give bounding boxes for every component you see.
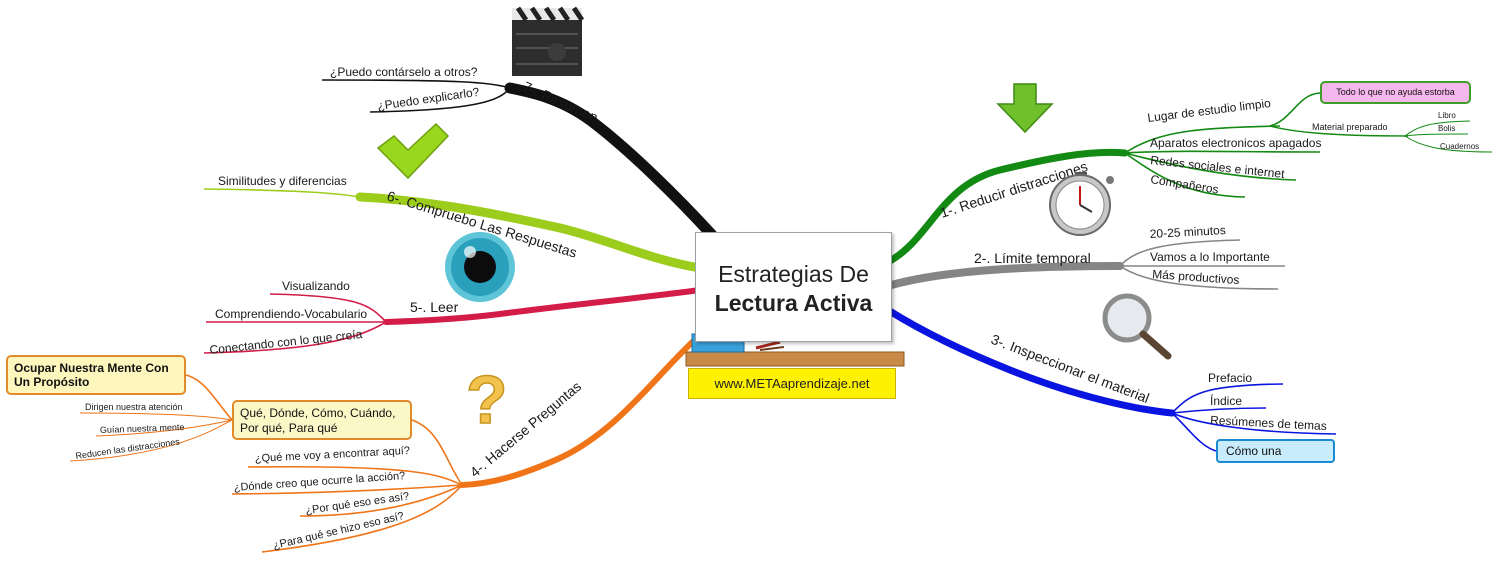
purpose-sub-lines [69, 412, 233, 462]
question-box-line [411, 419, 463, 486]
branch-4-item: ¿Para qué se hizo eso así? [272, 510, 405, 552]
purpose-item: Guían nuestra mente [100, 422, 185, 435]
purpose-item: Reducen las distracciones [75, 436, 181, 461]
material-label: Material preparado [1312, 122, 1388, 132]
branch-5-sub-lines [203, 293, 387, 354]
branch-7-item: ¿Puedo contárselo a otros? [330, 65, 478, 79]
material-line [1269, 125, 1409, 137]
website-label: www.METAaprendizaje.net [688, 368, 896, 399]
branch-3-item: Prefacio [1208, 371, 1252, 385]
branch-1-item: Compañeros [1150, 172, 1220, 197]
branch-5-line [383, 287, 703, 325]
branch-5-label: 5-. Leer [410, 299, 459, 315]
material-item: Cuadernos [1440, 142, 1479, 151]
branch-1-line [884, 148, 1129, 266]
lugar-to-note-line [1269, 92, 1321, 127]
branch-2-line [884, 262, 1124, 290]
branch-3-item: Resúmenes de temas [1210, 413, 1327, 433]
branch-7-sub-lines [321, 79, 511, 113]
material-item: Libro [1438, 111, 1456, 120]
branch-6-item: Similitudes y diferencias [218, 174, 347, 188]
purpose-box-line [185, 374, 233, 421]
lugar-note-box: Todo lo que no ayuda estorba [1320, 81, 1471, 104]
branch-1-item: Lugar de estudio limpio [1147, 96, 1272, 125]
clapperboard-icon [512, 6, 585, 76]
stopwatch-icon [1049, 172, 1114, 236]
branch-7-label: 7-. Resumen [521, 78, 601, 125]
branch-7-item: ¿Puedo explicarlo? [376, 85, 480, 113]
down-arrow-icon [996, 83, 1054, 134]
branch-2-item: Más productivos [1152, 267, 1240, 287]
magnifier-icon [1102, 293, 1172, 360]
question-words-box: Qué, Dónde, Cómo, Cuándo, Por qué, Para … [232, 400, 412, 440]
branch-4-item: ¿Qué me voy a encontrar aquí? [255, 445, 411, 465]
branch-3-line [884, 306, 1176, 417]
branch-1-item: Aparatos electronicos apagados [1150, 136, 1321, 150]
central-title-line1: Estrategias De [718, 261, 869, 287]
branch-3-sub-lines [1171, 383, 1337, 452]
purpose-box: Ocupar Nuestra Mente Con Un Propósito [6, 355, 186, 395]
branch-3-box-item: Cómo una [1216, 439, 1335, 463]
branch-2-label: 2-. Límite temporal [974, 250, 1091, 266]
branch-2-item: Vamos a lo Importante [1150, 250, 1270, 264]
eye-icon [445, 232, 515, 302]
branch-5-item: Conectando con lo que creía [209, 327, 363, 357]
material-item: Bolis [1438, 124, 1455, 133]
branch-5-item: Visualizando [282, 279, 350, 293]
branch-4-sub-lines [231, 465, 463, 553]
branch-1-sub-lines [1124, 125, 1321, 198]
purpose-item: Dirigen nuestra atención [85, 402, 183, 412]
material-sub-lines [1404, 120, 1493, 153]
central-title-line2: Lectura Activa [714, 290, 873, 316]
question-mark-icon: ? [465, 361, 508, 439]
branch-4-line [459, 332, 703, 488]
branch-6-line [355, 192, 705, 273]
svg-text:?: ? [466, 362, 508, 438]
central-board: Estrategias De Lectura Activa [695, 232, 892, 342]
checkmark-icon [376, 122, 450, 180]
branch-2-item: 20-25 minutos [1149, 223, 1226, 241]
branch-6-sub-lines [203, 188, 361, 198]
branch-7-line [504, 82, 718, 241]
branch-2-sub-lines [1119, 239, 1285, 290]
branch-3-item: Índice [1210, 393, 1242, 408]
branch-5-item: Comprendiendo-Vocabulario [215, 307, 367, 321]
